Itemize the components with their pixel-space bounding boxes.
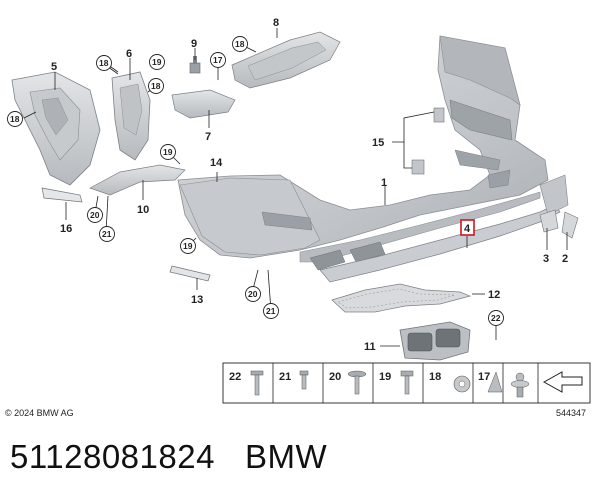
callout-19-a: 19 (152, 57, 162, 67)
support-rail (89, 164, 186, 196)
callout-20-a: 20 (90, 210, 100, 220)
screw-washer-icon (347, 370, 367, 395)
callout-18-d: 18 (10, 114, 20, 124)
callout-13: 13 (191, 294, 203, 306)
part-number: 51128081824 (10, 438, 215, 475)
guide-bracket (171, 89, 236, 119)
legend-num-17: 17 (478, 371, 490, 383)
callout-19-c: 19 (183, 241, 193, 251)
bolt-icon (400, 370, 414, 395)
sensor-brackets (411, 107, 445, 175)
callout-18-b: 18 (151, 81, 161, 91)
callout-11: 11 (364, 341, 376, 353)
callout-16: 16 (60, 223, 72, 235)
callout-5: 5 (51, 61, 57, 73)
direction-arrow-icon (542, 371, 583, 393)
circled-callouts (7, 36, 504, 326)
callout-15: 15 (372, 137, 384, 149)
screw-icon (250, 370, 264, 396)
callout-3: 3 (543, 253, 549, 265)
legend-num-21: 21 (279, 371, 291, 383)
callout-12: 12 (488, 289, 500, 301)
rivet-icon (299, 370, 309, 390)
callout-2: 2 (562, 253, 568, 265)
callout-7: 7 (205, 131, 211, 143)
copyright-notice: © 2024 BMW AG (5, 408, 74, 418)
callout-4-highlight: 4 (460, 219, 475, 236)
callout-18-c: 18 (235, 39, 245, 49)
side-bracket (111, 71, 151, 161)
exhaust-tailpipe (399, 321, 471, 361)
callout-22: 22 (491, 313, 501, 323)
callout-17: 17 (213, 55, 223, 65)
callout-21-a: 21 (102, 229, 112, 239)
callout-4: 4 (464, 223, 471, 235)
lower-left-strip (169, 265, 211, 282)
bumper-trim-panel (177, 35, 549, 271)
callout-20-b: 20 (248, 289, 258, 299)
legend-num-19: 19 (379, 371, 391, 383)
callout-14: 14 (210, 157, 223, 169)
callout-21-b: 21 (266, 306, 276, 316)
callout-6: 6 (126, 48, 132, 60)
part-number-line: 51128081824 BMW (10, 438, 327, 476)
callout-19-b: 19 (163, 147, 173, 157)
diffuser-trim (331, 283, 472, 313)
clip-nut-icon (453, 375, 471, 393)
legend-num-18: 18 (429, 371, 441, 383)
legend-num-22: 22 (229, 371, 241, 383)
callout-10: 10 (137, 204, 149, 216)
callout-8: 8 (273, 17, 279, 29)
lower-trim-strip (319, 174, 569, 283)
brand-name: BMW (244, 438, 328, 475)
cone-clip-icon (487, 371, 503, 393)
upper-carrier (231, 31, 341, 89)
diagram-id: 544347 (556, 408, 586, 418)
expanding-rivet-icon (510, 372, 530, 398)
left-bracket-carrier (11, 71, 101, 186)
callout-9: 9 (191, 38, 197, 50)
end-caps (539, 209, 579, 239)
callout-1: 1 (381, 177, 387, 189)
callout-18-a: 18 (99, 58, 109, 68)
left-reflector (41, 187, 83, 203)
legend-num-20: 20 (329, 371, 341, 383)
